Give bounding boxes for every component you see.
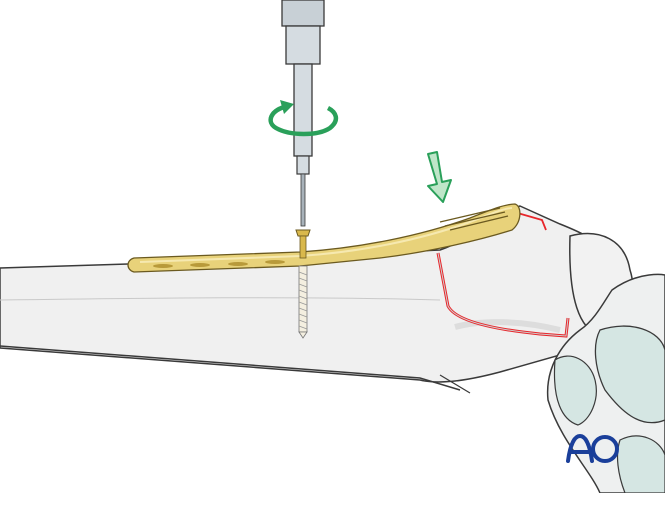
medical-illustration — [0, 0, 665, 493]
ao-logo — [566, 433, 619, 463]
bone-plate — [127, 203, 521, 273]
screwdriver — [281, 0, 325, 227]
fracture-line-distal — [513, 211, 547, 231]
bone-screw — [295, 229, 311, 339]
rotation-arrow-icon — [268, 100, 339, 137]
fracture-line-inner — [437, 252, 569, 337]
push-arrow-icon — [427, 151, 452, 203]
